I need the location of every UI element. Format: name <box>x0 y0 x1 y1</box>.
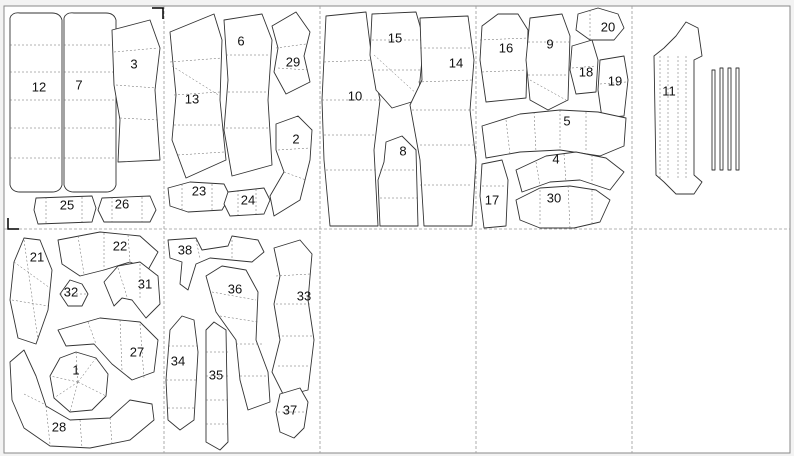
crop-marks <box>7 7 164 230</box>
label-piece-24: 24 <box>241 192 255 207</box>
label-piece-36: 36 <box>228 281 242 296</box>
label-piece-10: 10 <box>348 88 362 103</box>
piece-7 <box>63 12 117 193</box>
piece-30 <box>515 185 611 229</box>
label-piece-26: 26 <box>115 196 129 211</box>
label-piece-14: 14 <box>449 55 463 70</box>
piece-26 <box>97 195 157 223</box>
piece-11-strips <box>711 67 740 171</box>
label-piece-32: 32 <box>64 284 78 299</box>
piece-14 <box>409 15 477 227</box>
label-piece-16: 16 <box>499 40 513 55</box>
piece-25 <box>33 195 97 225</box>
piece-9 <box>525 13 571 111</box>
label-piece-21: 21 <box>30 249 44 264</box>
label-piece-12: 12 <box>32 79 46 94</box>
piece-13 <box>169 13 227 179</box>
piece-labels: 12 7 3 25 26 13 6 29 2 23 24 15 14 10 8 … <box>30 19 676 434</box>
label-piece-15: 15 <box>388 30 402 45</box>
label-piece-18: 18 <box>579 64 593 79</box>
piece-37 <box>275 387 309 439</box>
label-piece-6: 6 <box>237 33 244 48</box>
piece-15 <box>369 11 425 109</box>
label-piece-25: 25 <box>60 197 74 212</box>
page-grid <box>4 6 790 453</box>
piece-34 <box>165 315 199 431</box>
label-piece-38: 38 <box>178 242 192 257</box>
piece-19 <box>597 55 629 119</box>
piece-6 <box>223 13 273 177</box>
label-piece-9: 9 <box>546 36 553 51</box>
label-piece-17: 17 <box>485 192 499 207</box>
label-piece-29: 29 <box>286 54 300 69</box>
piece-1 <box>49 351 109 413</box>
label-piece-20: 20 <box>601 19 615 34</box>
label-piece-3: 3 <box>130 56 137 71</box>
label-piece-30: 30 <box>547 190 561 205</box>
piece-16 <box>479 13 529 103</box>
piece-18 <box>569 39 599 95</box>
label-piece-7: 7 <box>75 77 82 92</box>
piece-11 <box>653 21 703 195</box>
label-piece-23: 23 <box>192 183 206 198</box>
piece-4 <box>515 151 625 193</box>
piece-2 <box>269 115 313 217</box>
label-piece-34: 34 <box>171 353 185 368</box>
label-piece-31: 31 <box>138 276 152 291</box>
piece-23 <box>167 181 231 213</box>
piece-17 <box>479 159 509 229</box>
label-piece-4: 4 <box>552 151 559 166</box>
label-piece-27: 27 <box>130 344 144 359</box>
piece-29 <box>271 11 311 95</box>
piece-8 <box>377 135 419 227</box>
label-piece-22: 22 <box>113 238 127 253</box>
piece-24 <box>223 187 271 217</box>
label-piece-37: 37 <box>283 402 297 417</box>
piece-21 <box>9 237 53 345</box>
piece-10 <box>321 11 381 227</box>
label-piece-11: 11 <box>662 83 676 98</box>
piece-20 <box>575 7 625 41</box>
piece-38 <box>167 235 265 291</box>
piece-5 <box>481 109 627 159</box>
piece-12 <box>9 12 63 193</box>
label-piece-33: 33 <box>297 288 311 303</box>
piece-33 <box>271 239 315 397</box>
piece-36 <box>205 265 271 411</box>
piece-3 <box>111 19 161 163</box>
piece-31 <box>103 261 161 319</box>
label-piece-28: 28 <box>52 419 66 434</box>
label-piece-1: 1 <box>72 362 79 377</box>
piece-27 <box>57 317 159 381</box>
label-piece-8: 8 <box>399 143 406 158</box>
label-piece-2: 2 <box>292 131 299 146</box>
label-piece-35: 35 <box>209 367 223 382</box>
piece-32 <box>59 279 89 307</box>
label-piece-13: 13 <box>185 91 199 106</box>
piece-28 <box>9 349 155 449</box>
piece-35 <box>205 321 229 451</box>
label-piece-19: 19 <box>608 73 622 88</box>
label-piece-5: 5 <box>563 113 570 128</box>
